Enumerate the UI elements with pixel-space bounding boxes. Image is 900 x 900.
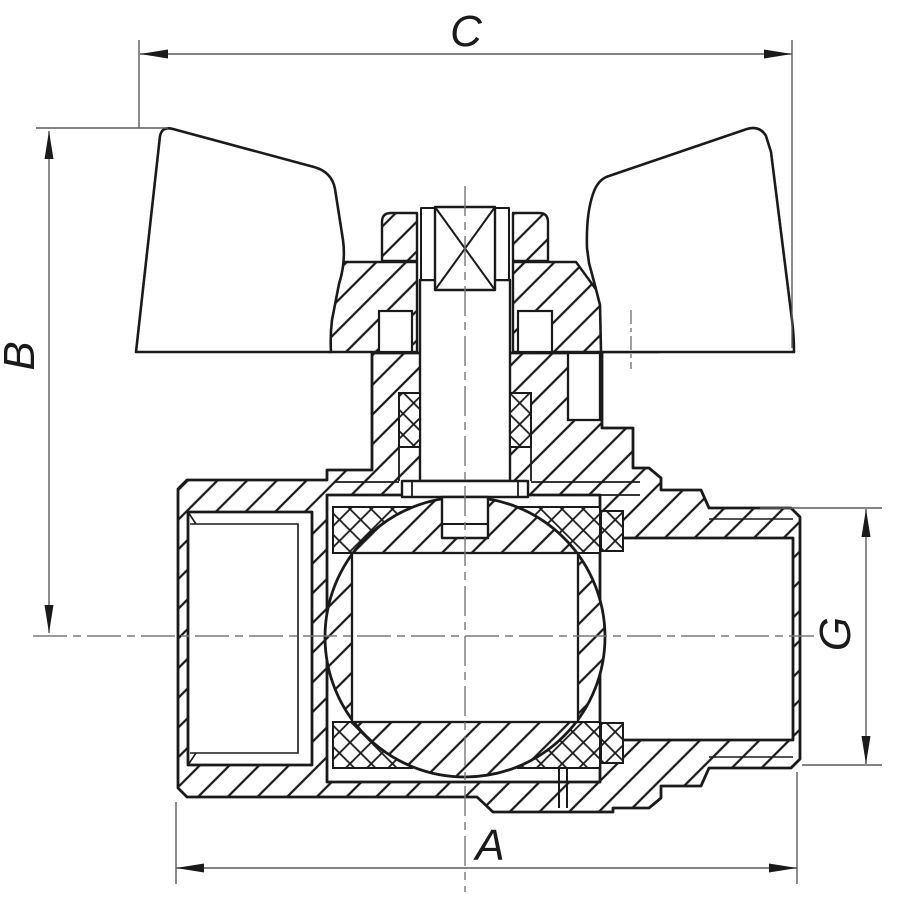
stem-shoulder-right — [494, 207, 510, 281]
arrowhead-up — [44, 131, 54, 159]
dimension-c: C — [138, 7, 793, 348]
female-thread-lines — [187, 511, 299, 766]
tailpiece-seal-rings — [600, 510, 624, 764]
arrowhead-left — [176, 863, 204, 873]
dimension-b-label: B — [0, 341, 44, 370]
dimension-b: B — [0, 127, 168, 633]
dimension-g: G — [760, 507, 882, 766]
arrowhead-down — [44, 605, 54, 633]
bonnet-slot — [566, 351, 602, 422]
arrowhead-right — [769, 863, 797, 873]
male-thread-lines — [709, 518, 793, 758]
stem-shoulder-left — [420, 207, 436, 281]
arrowhead-left — [140, 49, 168, 59]
packing-rings — [398, 392, 532, 448]
arrowhead-down — [861, 736, 871, 764]
arrowhead-right — [764, 49, 792, 59]
dimension-c-label: C — [450, 7, 483, 56]
handle-left-wing — [134, 127, 346, 354]
dimension-a-label: A — [472, 821, 504, 870]
dimension-g-label: G — [811, 617, 860, 651]
butterfly-handle — [134, 126, 796, 354]
gland-notches — [377, 309, 554, 354]
handle-right-wing — [585, 126, 796, 354]
centerlines — [33, 186, 814, 892]
dimension-a: A — [175, 772, 798, 884]
arrowhead-up — [861, 509, 871, 537]
